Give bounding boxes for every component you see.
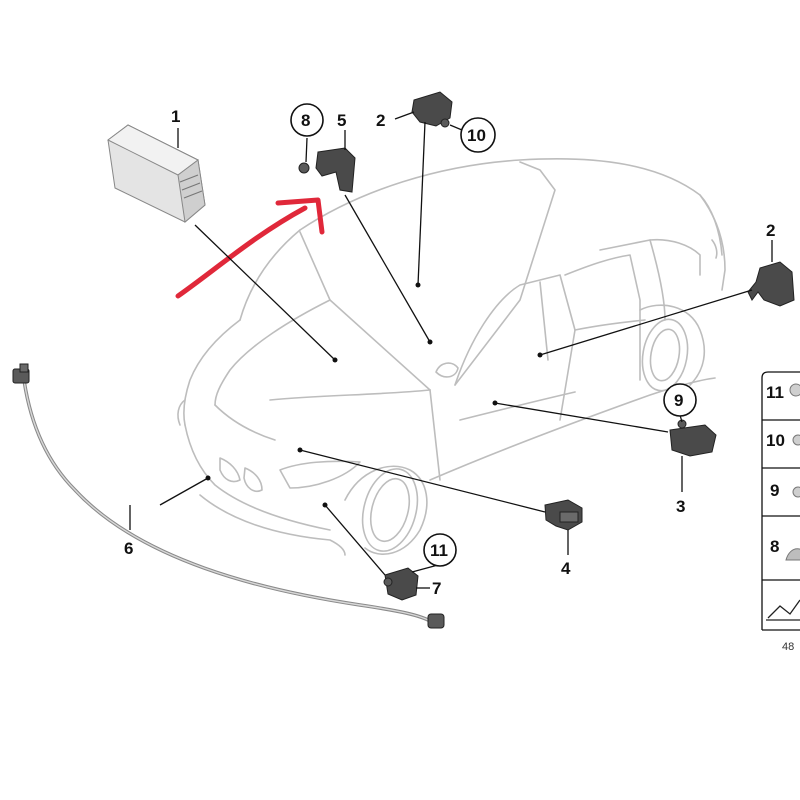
part-3-door-sensor	[669, 419, 717, 457]
part-4-front-sensor	[544, 499, 583, 531]
label-5: 5	[337, 111, 346, 130]
label-4: 4	[561, 559, 571, 578]
label-2-right: 2	[766, 221, 775, 240]
diagram-code: 48	[782, 641, 794, 653]
label-10: 10	[467, 126, 486, 145]
label-7: 7	[432, 579, 441, 598]
label-1: 1	[171, 107, 180, 126]
legend-row-8: 8	[770, 537, 779, 556]
part-5-sensor	[298, 147, 356, 193]
car-outline	[177, 157, 726, 556]
red-arrow-icon	[175, 197, 325, 299]
part-2-top-sensor	[411, 91, 453, 128]
part-6-cable	[12, 363, 445, 629]
label-3: 3	[676, 497, 685, 516]
legend-row-9: 9	[770, 481, 779, 500]
scale-chart-icon	[767, 599, 800, 619]
part-1-control-module	[107, 124, 206, 223]
label-8: 8	[301, 111, 310, 130]
legend-row-10: 10	[766, 431, 785, 450]
label-11: 11	[430, 541, 448, 560]
part-2-right-sensor	[747, 261, 795, 307]
label-9: 9	[674, 391, 683, 410]
label-6: 6	[124, 539, 133, 558]
legend-panel: 11 10 9 8 48	[761, 371, 800, 653]
label-2-top: 2	[376, 111, 385, 130]
part-7-bumper-sensor	[383, 567, 419, 601]
legend-row-11: 11	[766, 383, 784, 402]
